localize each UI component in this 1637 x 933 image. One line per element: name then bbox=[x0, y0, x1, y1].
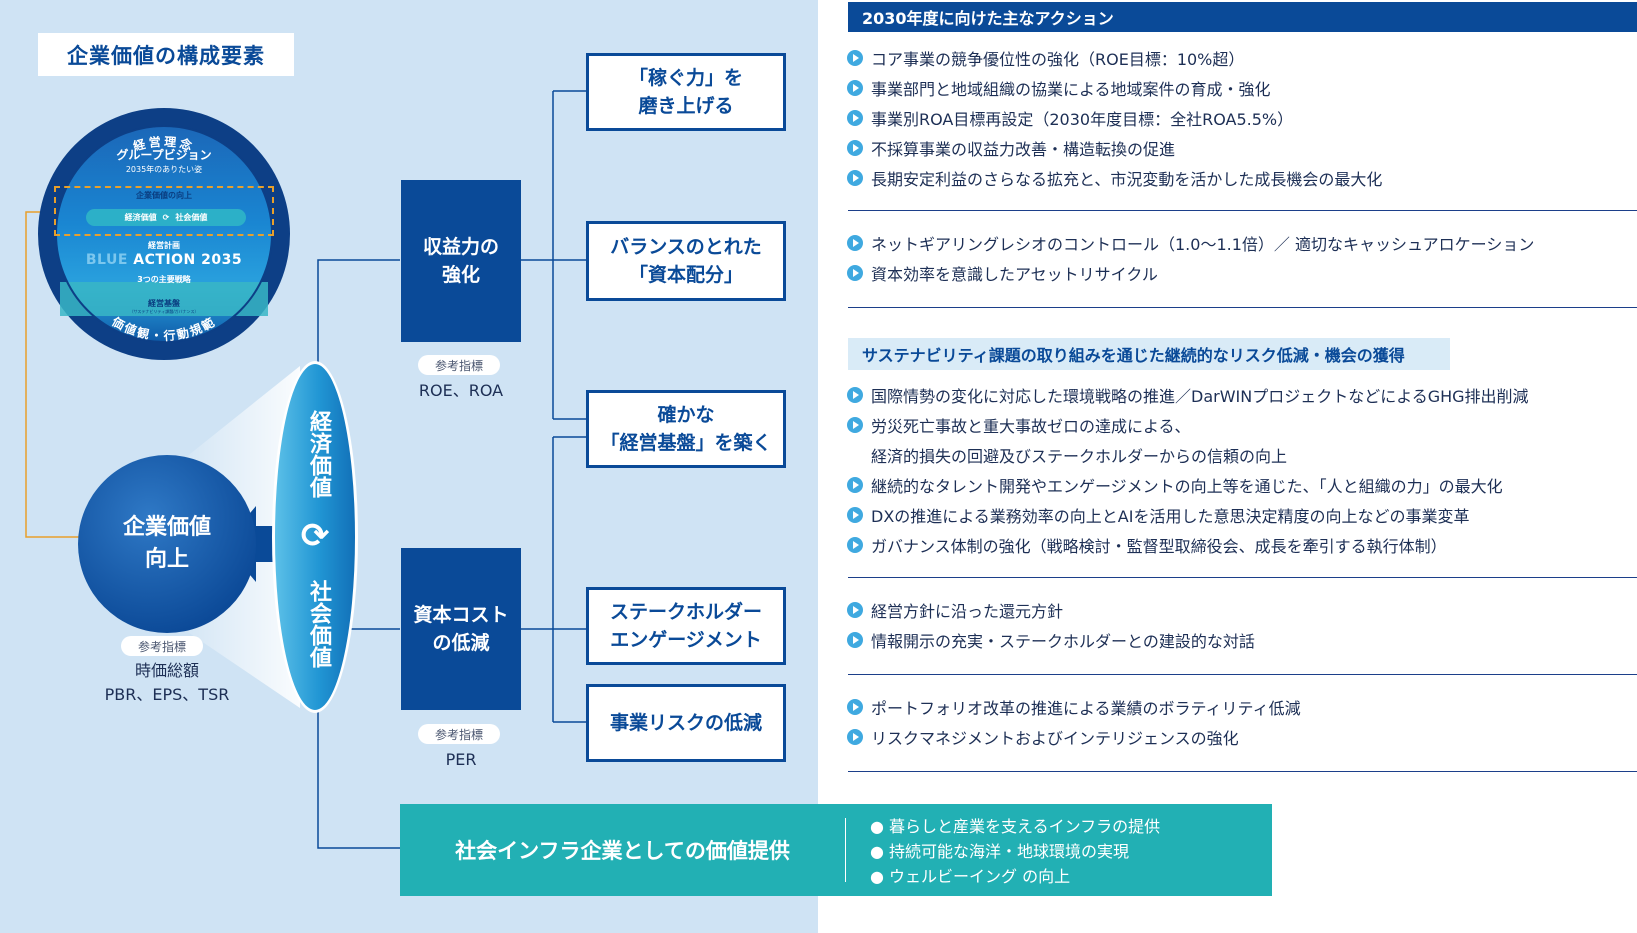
ref-capital-cost-values: PER bbox=[445, 750, 477, 769]
action-group-stakeholder: 経営方針に沿った還元方針 情報開示の充実・ステークホルダーとの建設的な対話 bbox=[847, 595, 1255, 655]
play-bullet-icon bbox=[847, 507, 863, 523]
list-item: ポートフォリオ改革の推進による業績のボラティリティ低減 bbox=[847, 692, 1301, 722]
list-item: 労災死亡事故と重大事故ゼロの達成による、 bbox=[847, 410, 1529, 440]
list-item: ガバナンス体制の強化（戦略検討・監督型取締役会、成長を牽引する執行体制） bbox=[847, 530, 1529, 560]
stakeholder-engagement-box: ステークホルダーエンゲージメント bbox=[586, 587, 786, 665]
oval-econ-value: 経済価値 bbox=[306, 410, 331, 498]
play-bullet-icon bbox=[847, 110, 863, 126]
list-item: 事業別ROA目標再設定（2030年度目標：全社ROA5.5%） bbox=[847, 103, 1382, 133]
play-bullet-icon bbox=[847, 170, 863, 186]
divider bbox=[848, 210, 1637, 211]
cycle-icon: ⟳ bbox=[162, 213, 170, 222]
foundation-label: 経営基盤 bbox=[148, 299, 180, 308]
play-bullet-icon bbox=[847, 417, 863, 433]
play-bullet-icon bbox=[847, 265, 863, 281]
actions-header: 2030年度に向けた主なアクション bbox=[848, 2, 1637, 32]
list-item: 情報開示の充実・ステークホルダーとの建設的な対話 bbox=[847, 625, 1255, 655]
management-structure-circle: 経営理念 価値観・行動規範 グループビジョン 2035年のありたい姿 企業価値の… bbox=[36, 106, 292, 362]
divider bbox=[845, 818, 846, 882]
corporate-value-circle: 企業価値 向上 bbox=[78, 455, 256, 633]
cycle-arrows-icon: ⟳ bbox=[300, 516, 330, 556]
value-pill: 経済価値 ⟳ 社会価値 bbox=[86, 209, 246, 226]
corporate-value-line2: 向上 bbox=[144, 547, 189, 572]
action-group-earning: コア事業の競争優位性の強化（ROE目標：10%超） 事業部門と地域組織の協業によ… bbox=[847, 43, 1382, 193]
list-item: 継続的なタレント開発やエンゲージメントの向上等を通じた、「人と組織の力」の最大化 bbox=[847, 470, 1529, 500]
highlight-dashed-frame bbox=[54, 186, 274, 236]
play-bullet-icon bbox=[847, 699, 863, 715]
list-item: DXの推進による業務効率の向上とAIを活用した意思決定精度の向上などの事業変革 bbox=[847, 500, 1529, 530]
list-item: 不採算事業の収益力改善・構造転換の促進 bbox=[847, 133, 1382, 163]
capital-allocation-box: バランスのとれた「資本配分」 bbox=[586, 221, 786, 301]
ref-tag-profitability: 参考指標 bbox=[418, 355, 500, 375]
social-infrastructure-bar: 社会インフラ企業としての価値提供 暮らしと産業を支えるインフラの提供 持続可能な… bbox=[400, 804, 1272, 896]
social-infra-list: 暮らしと産業を支えるインフラの提供 持続可能な海洋・地球環境の実現 ウェルビーイ… bbox=[870, 814, 1160, 889]
play-bullet-icon bbox=[847, 80, 863, 96]
divider bbox=[848, 674, 1637, 675]
list-item: ネットギアリングレシオのコントロール（1.0〜1.1倍）／ 適切なキャッシュアロ… bbox=[847, 228, 1534, 258]
play-bullet-icon bbox=[847, 477, 863, 493]
list-item: 事業部門と地域組織の協業による地域案件の育成・強化 bbox=[847, 73, 1382, 103]
ref-tag-corporate: 参考指標 bbox=[121, 636, 203, 656]
play-bullet-icon bbox=[847, 537, 863, 553]
plan-label: 経営計画 bbox=[148, 241, 180, 250]
action-group-risk: ポートフォリオ改革の推進による業績のボラティリティ低減 リスクマネジメントおよび… bbox=[847, 692, 1301, 752]
list-item-continuation: 経済的損失の回避及びステークホルダーからの信頼の向上 bbox=[871, 447, 1288, 466]
social-infra-item: ウェルビーイング の向上 bbox=[870, 864, 1160, 889]
action-group-foundation: 国際情勢の変化に対応した環境戦略の推進／DarWINプロジェクトなどによるGHG… bbox=[847, 380, 1529, 560]
list-item: リスクマネジメントおよびインテリジェンスの強化 bbox=[847, 722, 1301, 752]
ref-corporate-values: 時価総額 PBR、EPS、TSR bbox=[104, 661, 230, 704]
play-bullet-icon bbox=[847, 632, 863, 648]
action-group-capital: ネットギアリングレシオのコントロール（1.0〜1.1倍）／ 適切なキャッシュアロ… bbox=[847, 228, 1534, 288]
econ-value-label: 経済価値 bbox=[124, 213, 157, 222]
corporate-value-line1: 企業価値 bbox=[122, 515, 211, 540]
list-item: 国際情勢の変化に対応した環境戦略の推進／DarWINプロジェクトなどによるGHG… bbox=[847, 380, 1529, 410]
divider bbox=[848, 307, 1637, 308]
page-title: 企業価値の構成要素 bbox=[38, 33, 294, 76]
list-item: 長期安定利益のさらなる拡充と、市況変動を活かした成長機会の最大化 bbox=[847, 163, 1382, 193]
play-bullet-icon bbox=[847, 50, 863, 66]
plan-name: BLUE ACTION 2035 bbox=[85, 252, 243, 268]
strategies-label: 3つの主要戦略 bbox=[137, 275, 191, 284]
management-foundation-box: 確かな「経営基盤」を築く bbox=[586, 390, 786, 468]
value-enhancement-label: 企業価値の向上 bbox=[136, 191, 192, 200]
capital-cost-box: 資本コストの低減 bbox=[401, 548, 521, 710]
divider bbox=[848, 771, 1637, 772]
play-bullet-icon bbox=[847, 140, 863, 156]
sustainability-subheader: サステナビリティ課題の取り組みを通じた継続的なリスク低減・機会の獲得 bbox=[848, 338, 1450, 370]
social-infra-item: 暮らしと産業を支えるインフラの提供 bbox=[870, 814, 1160, 839]
foundation-sub: （サステナビリティ課題/ガバナンス） bbox=[129, 309, 199, 314]
list-item: 資本効率を意識したアセットリサイクル bbox=[847, 258, 1534, 288]
value-oval: 経済価値 ⟳ 社会価値 bbox=[272, 361, 358, 713]
social-infra-item: 持続可能な海洋・地球環境の実現 bbox=[870, 839, 1160, 864]
ref-profitability-values: ROE、ROA bbox=[418, 381, 504, 400]
earning-power-box: 「稼ぐ力」を磨き上げる bbox=[586, 53, 786, 131]
divider bbox=[848, 577, 1637, 578]
group-vision-sub: 2035年のありたい姿 bbox=[125, 165, 203, 174]
play-bullet-icon bbox=[847, 235, 863, 251]
social-infra-title: 社会インフラ企業としての価値提供 bbox=[455, 839, 790, 863]
ref-tag-capital-cost: 参考指標 bbox=[418, 724, 500, 744]
play-bullet-icon bbox=[847, 602, 863, 618]
oval-social-value: 社会価値 bbox=[306, 580, 331, 668]
business-risk-box: 事業リスクの低減 bbox=[586, 684, 786, 762]
list-item: コア事業の競争優位性の強化（ROE目標：10%超） bbox=[847, 43, 1382, 73]
social-value-label: 社会価値 bbox=[175, 213, 208, 222]
list-item: 経営方針に沿った還元方針 bbox=[847, 595, 1255, 625]
profitability-box: 収益力の強化 bbox=[401, 180, 521, 342]
group-vision-label: グループビジョン bbox=[116, 148, 212, 162]
play-bullet-icon bbox=[847, 729, 863, 745]
play-bullet-icon bbox=[847, 387, 863, 403]
